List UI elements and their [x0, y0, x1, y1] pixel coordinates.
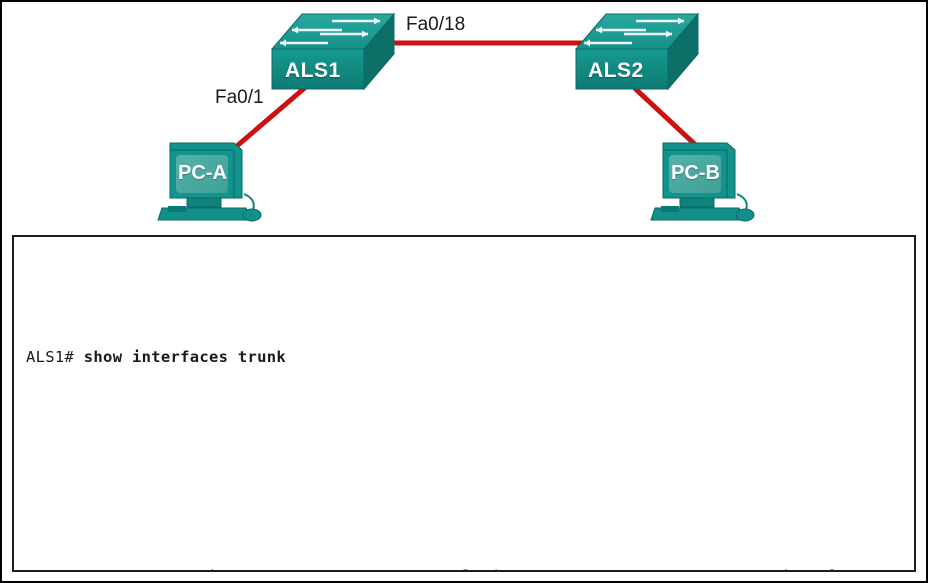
link-als2-pcb	[624, 78, 703, 152]
link-label-fa0-18: Fa0/18	[406, 14, 466, 35]
cli-output-panel: ALS1# show interfaces trunk Port Mode En…	[12, 235, 916, 572]
cli-command-line: ALS1# show interfaces trunk	[26, 345, 914, 369]
device-switch-als2[interactable]	[574, 12, 700, 91]
cli-prompt: ALS1#	[26, 347, 84, 366]
cli-output-text: ALS1# show interfaces trunk Port Mode En…	[14, 237, 914, 570]
link-pca-als1	[222, 78, 316, 159]
cli-header-row-1: Port Mode Encapsulation Status Native vl…	[26, 564, 914, 570]
col-header-native-vlan: Native vlan	[752, 564, 858, 570]
device-switch-als1[interactable]	[270, 12, 396, 91]
col-header-mode: Mode	[186, 564, 225, 570]
device-pc-pcb[interactable]	[650, 142, 755, 222]
switch-arrows-icon	[584, 17, 684, 47]
col-header-status: Status	[579, 564, 637, 570]
link-label-fa0-1: Fa0/1	[215, 87, 264, 108]
col-header-encapsulation: Encapsulation	[395, 564, 520, 570]
cli-blank-line	[26, 442, 914, 466]
network-topology-diagram: ALS1 ALS2 PC-A PC-B Fa0/18 Fa0/1	[2, 2, 926, 233]
topology-svg	[157, 12, 755, 222]
cli-command: show interfaces trunk	[83, 347, 287, 366]
device-pc-pca[interactable]	[157, 142, 262, 222]
switch-arrows-icon	[280, 17, 380, 47]
col-header-port: Port	[26, 564, 65, 570]
